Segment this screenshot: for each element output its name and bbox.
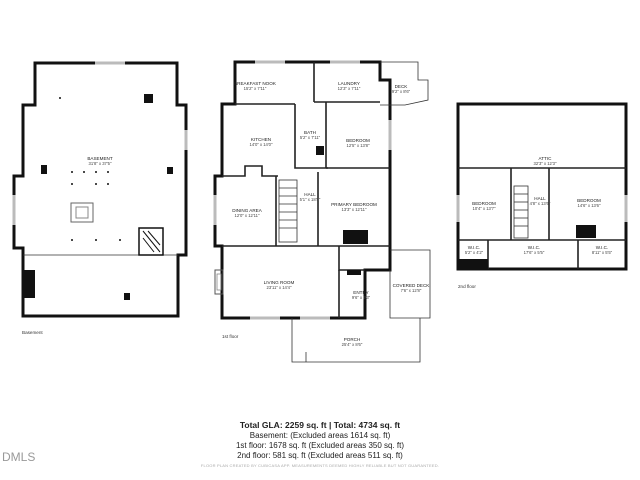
room-dimensions: 4'8" x 13'6" [530,201,551,206]
room-dimensions: 10'4" x 13'7" [473,206,496,211]
basement-area: Basement: (Excluded areas 1614 sq. ft) [249,431,391,440]
floor-label-basement: Basement [22,330,43,335]
basement-outer-wall [12,61,188,318]
room-name: W.I.C. [596,245,609,250]
room-name: BREAKFAST NOOK [234,81,277,86]
room-dimensions: 7'6" x 12'8" [401,288,422,293]
room-dimensions: 8'11" x 5'5" [592,250,613,255]
floor-label-second: 2nd floor [458,284,476,289]
room-dimensions: 13'3" x 12'11" [342,207,367,212]
room-name: ATTIC [539,156,553,161]
room-dimensions: 23'11" x 14'4" [267,285,292,290]
room-dimensions: 32'3" x 12'3" [534,161,557,166]
porch-outline [291,318,421,363]
total-area: Total GLA: 2259 sq. ft | Total: 4734 sq.… [239,420,401,430]
room-dimensions: 15'2" x 7'11" [244,86,267,91]
first-floor-area: 1st floor: 1678 sq. ft (Excluded areas 3… [235,441,405,450]
room-dimensions: 5'2" x 4'2" [465,250,484,255]
room-name: BEDROOM [346,138,370,143]
disclaimer: FLOOR PLAN CREATED BY CUBICASA APP. MEAS… [200,463,440,468]
room-dimensions: 25'4" x 8'6" [342,342,363,347]
covered-deck-outline [389,249,431,319]
second-floor-area: 2nd floor: 581 sq. ft (Excluded areas 51… [237,451,403,460]
room-name: BEDROOM [577,198,601,203]
room-dimensions: 31'8" x 37'5" [89,161,112,166]
room-name: HALL [304,192,316,197]
second-floor-stair [513,185,529,239]
room-name: DECK [395,84,409,89]
room-name: LIVING ROOM [264,280,295,285]
room-name: W.I.C. [528,245,541,250]
basement-furnace [70,202,94,223]
room-dimensions: 12'0" x 12'11" [235,213,260,218]
room-dimensions: 5'2" x 7'11" [300,135,321,140]
room-name: W.I.C. [468,245,481,250]
deck-outline [380,61,429,106]
room-dimensions: 12'5" x 13'8" [347,143,370,148]
basement-column [144,94,153,103]
room-name: ENTRY [353,290,369,295]
room-dimensions: 14'0" x 14'0" [250,142,273,147]
room-dimensions: 17'6" x 5'5" [524,250,545,255]
floor-label-first: 1st floor [222,334,239,339]
room-name: DINING AREA [232,208,263,213]
room-name: BEDROOM [472,201,496,206]
room-dimensions: 5'1" x 18'8" [300,197,321,202]
area-summary: Total GLA: 2259 sq. ft | Total: 4734 sq.… [0,420,640,461]
basement-stair [138,227,164,256]
first-floor-plan: BREAKFAST NOOK 15'2" x 7'11" LAUNDRY 12'… [213,60,431,363]
room-dimensions: 9'6" x 9'3" [352,295,371,300]
watermark-logo: DMLS [2,450,36,464]
first-floor-outer-wall [213,60,392,320]
room-dimensions: 12'3" x 7'11" [338,86,361,91]
room-name: HALL [534,196,546,201]
second-floor-outer-wall [456,102,628,271]
room-name: PRIMARY BEDROOM [331,202,377,207]
room-dimensions: 14'6" x 13'6" [578,203,601,208]
first-floor-stair [278,179,298,243]
room-name: BATH [304,130,316,135]
room-name: LAUNDRY [338,81,360,86]
basement-floor-plan: BASEMENT 31'8" x 37'5" Basement [12,61,188,335]
room-name: PORCH [344,337,361,342]
room-name: BASEMENT [87,156,112,161]
room-name: COVERED DECK [393,283,431,288]
room-name: KITCHEN [251,137,271,142]
second-floor-plan: ATTIC 32'3" x 12'3" BEDROOM 10'4" x 13'7… [456,102,628,289]
room-dimensions: 9'2" x 8'6" [392,89,411,94]
